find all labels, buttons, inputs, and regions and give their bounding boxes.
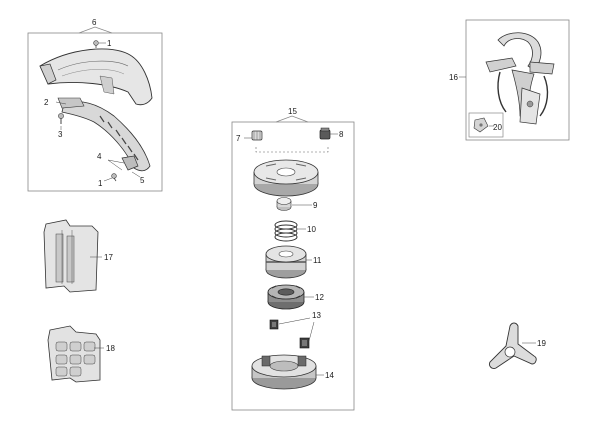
spring-part-10 bbox=[274, 220, 298, 242]
shoulder-harness-part bbox=[485, 32, 555, 125]
group-bracket bbox=[78, 26, 113, 34]
group-bracket bbox=[275, 115, 309, 123]
callout-5: 5 bbox=[140, 176, 145, 185]
callout-2: 2 bbox=[44, 98, 49, 107]
eyelet-part-8 bbox=[319, 127, 331, 140]
callout-6: 6 bbox=[92, 18, 97, 27]
harness-group: 16 20 bbox=[449, 19, 570, 141]
bushing-part-9 bbox=[276, 197, 292, 211]
group-frame bbox=[231, 121, 355, 411]
tab-part-13-a bbox=[269, 319, 279, 330]
trimmer-guard-part bbox=[39, 48, 153, 106]
callout-16: 16 bbox=[449, 73, 458, 82]
callout-4: 4 bbox=[97, 152, 102, 161]
hub-part-12 bbox=[267, 284, 305, 310]
callout-13: 13 bbox=[312, 311, 321, 320]
subgroup-frame bbox=[468, 112, 504, 138]
callout-15: 15 bbox=[288, 107, 297, 116]
callout-20: 20 bbox=[493, 123, 502, 132]
guard-assembly-group: 6 1 2 3 bbox=[27, 18, 163, 192]
trimmer-head-group: 15 7 8 bbox=[231, 107, 355, 411]
callout-7: 7 bbox=[236, 134, 241, 143]
foam-pad-part-18 bbox=[47, 325, 101, 383]
callout-12: 12 bbox=[315, 293, 324, 302]
callout-9: 9 bbox=[313, 201, 318, 210]
callout-8: 8 bbox=[339, 130, 344, 139]
callout-1-bottom: 1 bbox=[98, 179, 103, 188]
head-top-cap-part bbox=[253, 159, 319, 197]
group-frame bbox=[465, 19, 570, 141]
three-tooth-blade-part-19 bbox=[489, 322, 537, 369]
screw-part bbox=[58, 113, 64, 124]
clip-part-20 bbox=[473, 117, 489, 133]
callout-19: 19 bbox=[537, 339, 546, 348]
group-frame bbox=[27, 32, 163, 192]
callout-14: 14 bbox=[325, 371, 334, 380]
plate-part-17 bbox=[43, 219, 99, 293]
cutter-blade-part bbox=[121, 155, 139, 171]
spool-part-11 bbox=[265, 245, 307, 279]
callout-3: 3 bbox=[58, 130, 63, 139]
screw-part bbox=[111, 173, 117, 182]
eyelet-part-7 bbox=[251, 130, 263, 141]
head-housing-part-14 bbox=[251, 354, 317, 390]
screw-part bbox=[93, 40, 99, 48]
callout-18: 18 bbox=[106, 344, 115, 353]
tab-part-13-b bbox=[299, 337, 310, 349]
guard-bracket-part bbox=[57, 97, 151, 172]
callout-11: 11 bbox=[313, 256, 322, 265]
callout-10: 10 bbox=[307, 225, 316, 234]
callout-1-top: 1 bbox=[107, 39, 112, 48]
callout-17: 17 bbox=[104, 253, 113, 262]
